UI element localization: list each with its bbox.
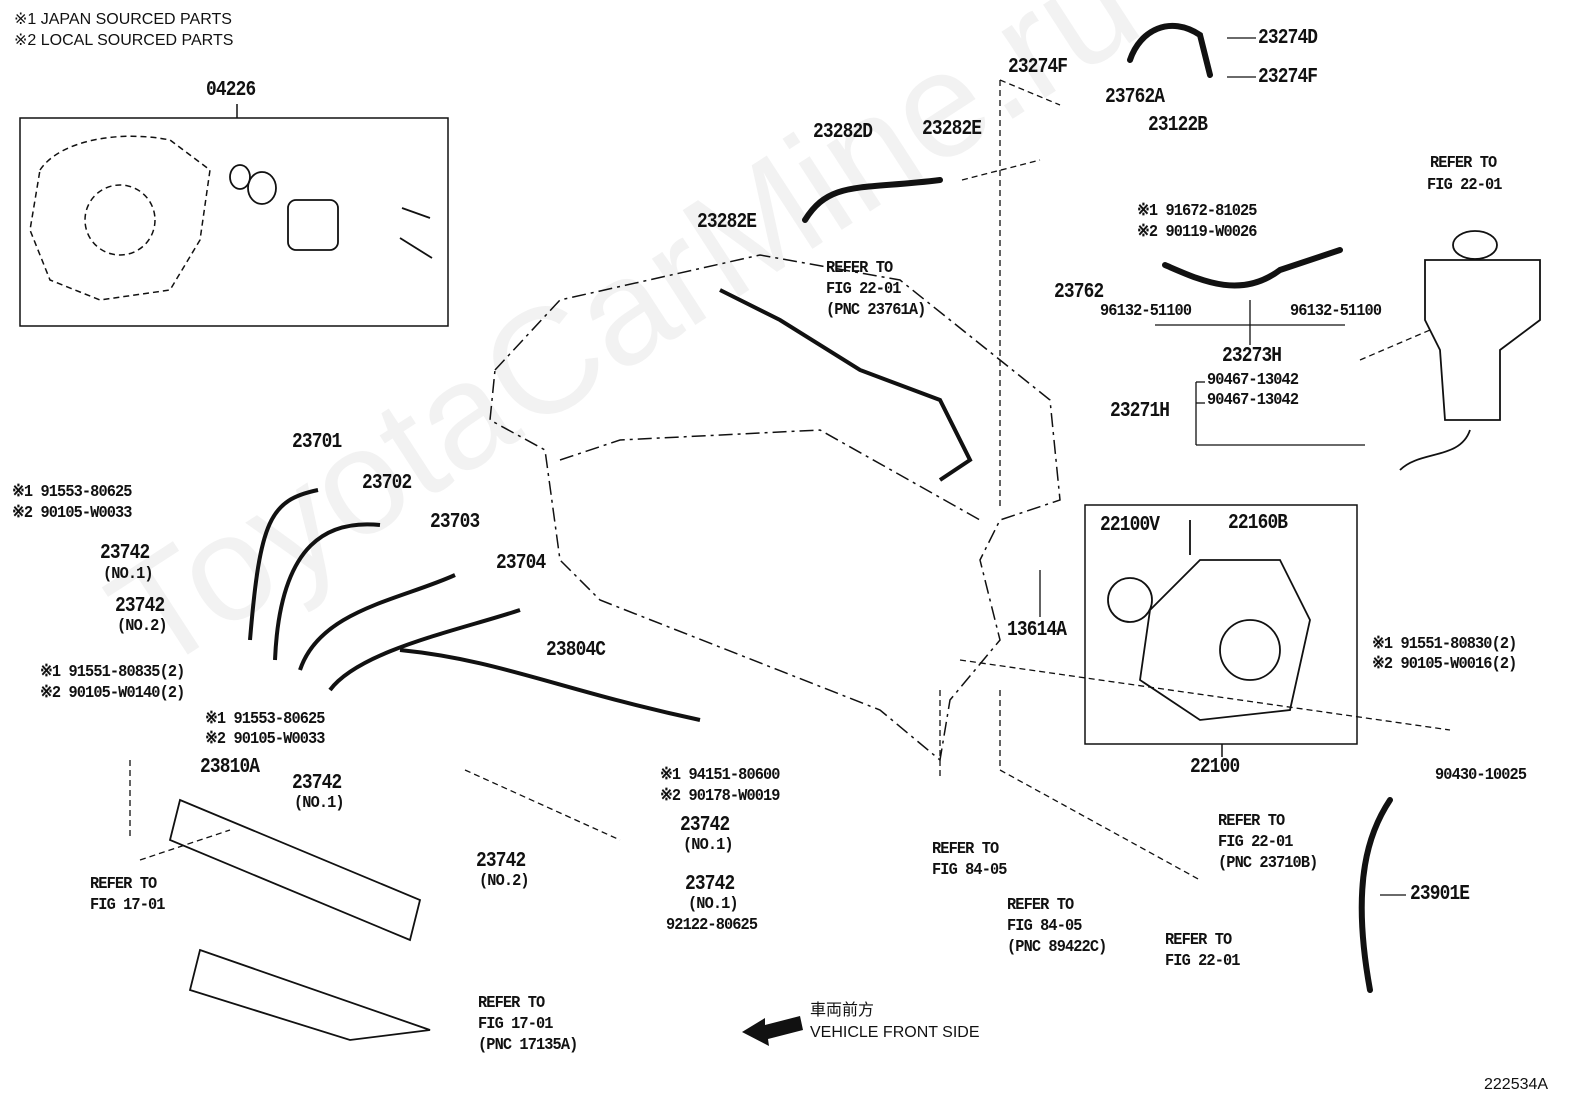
part-label[interactable]: ※1 91553-80625 [12,483,132,502]
vehicle-front-jp: 車両前方 [810,1002,875,1019]
part-label[interactable]: 22100V [1100,514,1160,537]
part-label[interactable]: 23762 [1054,281,1104,304]
part-label[interactable]: 23742 [292,772,342,795]
part-label[interactable]: FIG 22-01 [1165,952,1240,971]
part-label[interactable]: 23274D [1258,27,1318,50]
part-label[interactable]: ※2 90119-W0026 [1137,223,1257,242]
common-rail-sketch [168,798,431,1041]
part-label[interactable]: 23701 [292,431,342,454]
callout-lines [1039,37,1406,896]
part-label[interactable]: REFER TO [826,259,893,278]
part-label[interactable]: REFER TO [478,994,545,1013]
note-local-sourced: ※2 LOCAL SOURCED PARTS [14,32,234,49]
pressure-regulator-sketch [229,164,433,259]
part-label[interactable]: (NO.1) [688,895,739,914]
part-label[interactable]: 92122-80625 [666,916,758,935]
part-label[interactable]: 96132-51100 [1100,302,1192,321]
part-label[interactable]: ※1 91672-81025 [1137,202,1257,221]
note-japan-sourced: ※1 JAPAN SOURCED PARTS [14,11,232,28]
part-label[interactable]: (NO.2) [117,617,168,636]
part-label[interactable]: (PNC 23761A) [826,301,926,320]
part-label[interactable]: 04226 [206,79,256,102]
part-label[interactable]: 90467-13042 [1207,391,1299,410]
engine-block-outline [489,254,1061,762]
part-label[interactable]: REFER TO [90,875,157,894]
part-label[interactable]: FIG 17-01 [90,896,165,915]
part-label[interactable]: 23742 [685,873,735,896]
part-label[interactable]: (PNC 17135A) [478,1036,578,1055]
part-label[interactable]: REFER TO [1165,931,1232,950]
part-label[interactable]: FIG 22-01 [1218,833,1293,852]
part-label[interactable]: 23704 [496,552,546,575]
part-label[interactable]: ※1 91551-80835(2) [40,663,185,682]
part-label[interactable]: 23810A [200,756,260,779]
vehicle-front-side: VEHICLE FRONT SIDE [810,1024,980,1041]
part-label[interactable]: 23282E [697,211,757,234]
part-label[interactable]: ※2 90105-W0140(2) [40,684,185,703]
part-label[interactable]: (NO.1) [294,794,345,813]
part-label[interactable]: 23742 [476,850,526,873]
part-label[interactable]: 23282E [922,118,982,141]
part-label[interactable]: 23703 [430,511,480,534]
injection-pipes [248,288,973,722]
part-label[interactable]: 23282D [813,121,873,144]
part-label[interactable]: 23274F [1008,56,1068,79]
part-label[interactable]: ※2 90105-W0016(2) [1372,655,1517,674]
part-label[interactable]: 90467-13042 [1207,371,1299,390]
part-label[interactable]: 22100 [1190,756,1240,779]
part-label[interactable]: 90430-10025 [1435,766,1527,785]
part-label[interactable]: (NO.1) [103,565,154,584]
supply-pump-assembly-sketch [29,135,211,301]
part-label[interactable]: 13614A [1007,619,1067,642]
part-label[interactable]: (PNC 23710B) [1218,854,1318,873]
front-direction-arrow-icon [742,1016,803,1046]
hoses [802,23,1393,993]
part-label[interactable]: 23122B [1148,114,1208,137]
part-label[interactable]: ※2 90178-W0019 [660,787,780,806]
part-label[interactable]: 23273H [1222,345,1282,368]
part-label[interactable]: REFER TO [1007,896,1074,915]
part-label[interactable]: REFER TO [1430,154,1497,173]
part-label[interactable]: 23804C [546,639,606,662]
part-label[interactable]: ※1 91551-80830(2) [1372,635,1517,654]
part-label[interactable]: ※1 94151-80600 [660,766,780,785]
fuel-filter-sketch [1399,230,1541,471]
part-label[interactable]: FIG 84-05 [1007,917,1082,936]
part-label[interactable]: FIG 84-05 [932,861,1007,880]
part-label[interactable]: REFER TO [1218,812,1285,831]
part-label[interactable]: FIG 17-01 [478,1015,553,1034]
part-label[interactable]: ※1 91553-80625 [205,710,325,729]
part-label[interactable]: FIG 22-01 [1427,176,1502,195]
part-label[interactable]: (PNC 89422C) [1007,938,1107,957]
part-label[interactable]: 23762A [1105,86,1165,109]
part-label[interactable]: ※2 90105-W0033 [205,730,325,749]
part-label[interactable]: 23702 [362,472,412,495]
part-label[interactable]: 23901E [1410,883,1470,906]
assembly-box-04226 [19,117,449,327]
part-label[interactable]: FIG 22-01 [826,280,901,299]
part-label[interactable]: ※2 90105-W0033 [12,504,132,523]
part-label[interactable]: (NO.1) [683,836,734,855]
part-label[interactable]: 22160B [1228,512,1288,535]
part-label[interactable]: 96132-51100 [1290,302,1382,321]
part-label[interactable]: REFER TO [932,840,999,859]
figure-id: 222534A [1484,1076,1549,1093]
fuel-pump-sketch [1107,520,1311,721]
part-label[interactable]: 23742 [115,595,165,618]
part-label[interactable]: 23274F [1258,66,1318,89]
assembly-box-22100 [1084,504,1358,745]
part-label[interactable]: 23742 [100,542,150,565]
part-label[interactable]: 23742 [680,814,730,837]
part-label[interactable]: (NO.2) [479,872,530,891]
part-label[interactable]: 23271H [1110,400,1170,423]
leader-lines [129,79,1451,881]
